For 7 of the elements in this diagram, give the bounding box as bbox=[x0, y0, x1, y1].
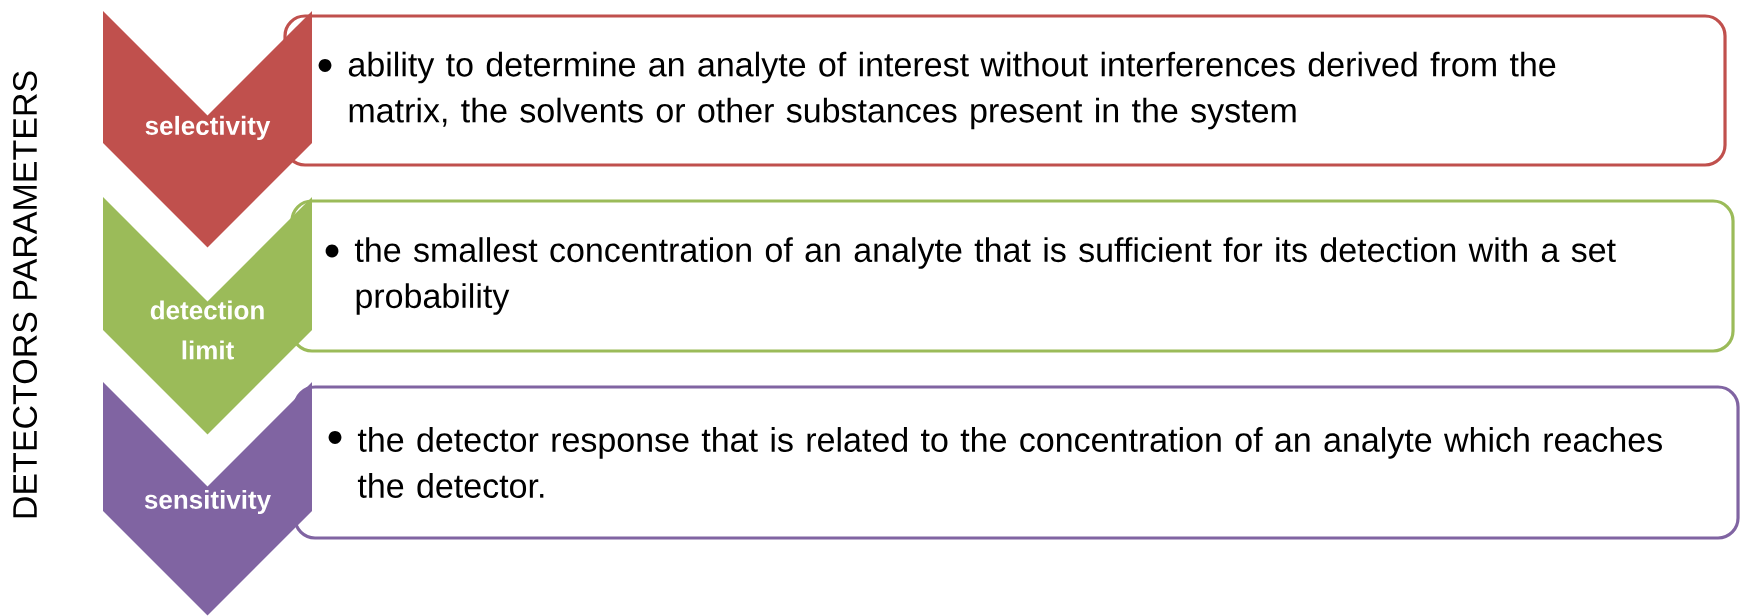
description-box: the detector response that is related to the concentration of an analyte which reaches the detector. bbox=[293, 385, 1740, 540]
description-box: ability to determine an analyte of interest without interferences derived from the matrix, the solvents or other substances present in the system bbox=[283, 14, 1727, 167]
category-tab: detection limit bbox=[103, 197, 312, 435]
category-tab: selectivity bbox=[103, 11, 312, 248]
side-title: DETECTORS PARAMETERS bbox=[12, 71, 38, 518]
description-box: the smallest concentration of an analyte that is sufficient for its detection with a set probability bbox=[290, 199, 1735, 353]
category-tab: sensitivity bbox=[103, 382, 312, 616]
